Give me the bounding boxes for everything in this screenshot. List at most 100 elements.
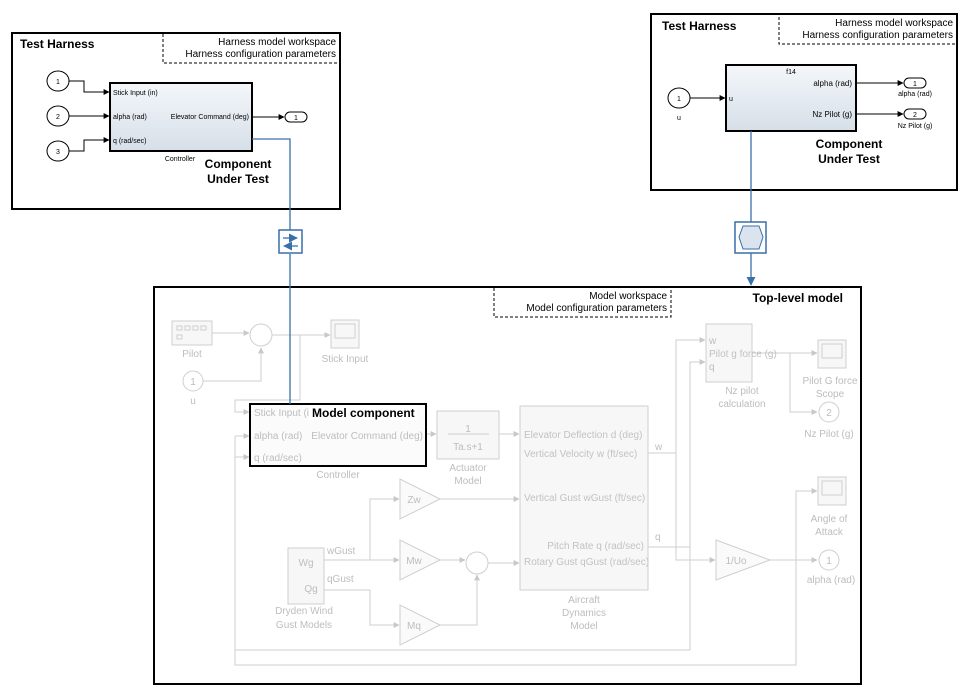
- alpha-outport-number: 1: [826, 556, 832, 567]
- zw-gain[interactable]: [399, 478, 442, 520]
- right-harness-inport-caption: u: [677, 115, 681, 122]
- left-harness-controller-block[interactable]: Stick Input (in) alpha (rad) q (rad/sec)…: [109, 82, 253, 152]
- nz-outport-caption: Nz Pilot (g): [804, 429, 853, 440]
- svg-text:2: 2: [56, 114, 60, 121]
- aoa-scope-caption-2: Attack: [815, 527, 844, 538]
- top-controller-port-1: Stick Input (in): [254, 408, 318, 419]
- harness-link-left[interactable]: [252, 138, 303, 404]
- pilot-label: Pilot: [182, 349, 202, 360]
- pilot-g-scope-caption-2: Scope: [816, 389, 845, 400]
- u-inport-caption: u: [190, 396, 196, 407]
- aircraft-caption-1: Aircraft: [568, 595, 600, 606]
- top-controller-out-port: Elevator Command (deg): [311, 431, 423, 442]
- top-level-model[interactable]: Top-level model Model workspace Model co…: [153, 286, 862, 685]
- dryden-out-w: wGust: [326, 546, 356, 557]
- top-controller-port-2: alpha (rad): [254, 431, 302, 442]
- mq-gain[interactable]: [399, 604, 442, 646]
- stick-input-label: Stick Input: [322, 354, 369, 365]
- right-harness-workspace-note: Harness model workspace: [835, 18, 953, 29]
- aircraft-port-3: Vertical Gust wGust (ft/sec): [524, 493, 645, 504]
- top-model-faded-diagram: [171, 319, 847, 666]
- zw-label: Zw: [407, 495, 421, 506]
- aircraft-caption-2: Dynamics: [562, 608, 606, 619]
- left-harness-workspace-note: Harness model workspace: [218, 37, 336, 48]
- right-harness-inport-1[interactable]: 1: [667, 87, 691, 109]
- right-harness-cut-label-line1: Component: [816, 137, 883, 151]
- stick-input-scope[interactable]: [330, 319, 360, 349]
- left-harness-inport-1[interactable]: 1: [46, 70, 70, 92]
- svg-text:alpha (rad): alpha (rad): [113, 114, 147, 121]
- svg-text:1: 1: [56, 79, 60, 86]
- actuator-numerator: 1: [465, 424, 471, 435]
- left-test-harness[interactable]: Test Harness Harness model workspace Har…: [11, 32, 341, 210]
- left-harness-cut-label-line1: Component: [205, 157, 272, 171]
- model-component-controller[interactable]: Stick Input (in) alpha (rad) q (rad/sec)…: [249, 403, 427, 467]
- svg-text:Elevator Command (deg): Elevator Command (deg): [171, 114, 249, 121]
- actuator-caption-2: Model: [454, 476, 481, 487]
- nz-caption-2: calculation: [718, 399, 765, 410]
- mw-gain[interactable]: [399, 539, 442, 581]
- actuator-caption-1: Actuator: [449, 463, 487, 474]
- svg-text:2: 2: [913, 112, 917, 119]
- aircraft-port-5: Rotary Gust qGust (rad/sec): [524, 557, 649, 568]
- left-harness-controller-caption: Controller: [165, 156, 196, 163]
- top-controller-port-3: q (rad/sec): [254, 453, 302, 464]
- nz-in-q: q: [709, 362, 715, 373]
- left-harness-config-note: Harness configuration parameters: [185, 49, 336, 60]
- aircraft-out-w: w: [654, 442, 663, 453]
- svg-text:3: 3: [56, 149, 60, 156]
- aoa-scope-caption-1: Angle of: [811, 514, 848, 525]
- aircraft-port-2: Vertical Velocity w (ft/sec): [524, 449, 637, 460]
- left-harness-inport-3[interactable]: 3: [46, 140, 70, 162]
- actuator-block[interactable]: [436, 410, 500, 460]
- svg-text:u: u: [729, 96, 733, 103]
- pilot-g-scope[interactable]: [817, 339, 847, 369]
- aircraft-caption-3: Model: [570, 621, 597, 632]
- right-harness-workspace-box[interactable]: [778, 13, 958, 45]
- left-harness-workspace-box[interactable]: [162, 32, 341, 64]
- right-harness-cut-label-line2: Under Test: [818, 152, 880, 166]
- dryden-caption-2: Gust Models: [276, 620, 332, 631]
- nz-caption-1: Nz pilot: [725, 386, 759, 397]
- u-inport-number: 1: [190, 377, 196, 388]
- right-harness-outport-2[interactable]: 2: [903, 108, 927, 120]
- aircraft-port-4: Pitch Rate q (rad/sec): [547, 541, 644, 552]
- left-harness-outport-1[interactable]: 1: [284, 111, 308, 123]
- subsystem-reference-icon[interactable]: [734, 221, 767, 254]
- left-harness-signal-3: [69, 137, 110, 152]
- mw-label: Mw: [406, 556, 422, 567]
- svg-text:1: 1: [913, 81, 917, 88]
- aoa-scope[interactable]: [817, 476, 847, 506]
- left-harness-inport-2[interactable]: 2: [46, 105, 70, 127]
- svg-text:1: 1: [677, 96, 681, 103]
- right-test-harness[interactable]: Test Harness Harness model workspace Har…: [650, 13, 958, 191]
- right-harness-outport-1-caption: alpha (rad): [898, 91, 932, 98]
- harness-link-right[interactable]: [734, 131, 767, 286]
- right-harness-outport-1[interactable]: 1: [903, 77, 927, 89]
- mq-label: Mq: [407, 621, 421, 632]
- right-harness-config-note: Harness configuration parameters: [802, 30, 953, 41]
- right-harness-f14-block[interactable]: f14 u alpha (rad) Nz Pilot (g): [725, 64, 857, 132]
- svg-text:1: 1: [294, 115, 298, 122]
- top-model-workspace-box[interactable]: [493, 286, 672, 318]
- pilot-block[interactable]: [171, 320, 213, 346]
- right-harness-outport-2-caption: Nz Pilot (g): [898, 123, 933, 130]
- left-harness-cut-label-line2: Under Test: [207, 172, 269, 186]
- nz-pilot-outport[interactable]: [818, 401, 840, 423]
- dryden-caption-1: Dryden Wind: [275, 606, 333, 617]
- nz-port-label: Pilot g force (g): [709, 349, 777, 360]
- alpha-outport[interactable]: [818, 549, 840, 571]
- left-harness-signal-1: [69, 80, 110, 95]
- top-model-workspace-note: Model workspace: [589, 291, 667, 302]
- svg-text:Stick Input (in): Stick Input (in): [113, 90, 158, 97]
- swap-icon[interactable]: [278, 229, 303, 254]
- dryden-out-q: qGust: [327, 574, 354, 585]
- dryden-block[interactable]: [287, 547, 325, 605]
- svg-text:alpha (rad): alpha (rad): [813, 79, 852, 88]
- uo-gain-label: 1/Uo: [725, 556, 747, 567]
- aircraft-dynamics-block[interactable]: [519, 405, 649, 591]
- top-model-title: Top-level model: [753, 291, 843, 305]
- aircraft-port-1: Elevator Deflection d (deg): [524, 430, 642, 441]
- uo-gain[interactable]: [715, 539, 772, 581]
